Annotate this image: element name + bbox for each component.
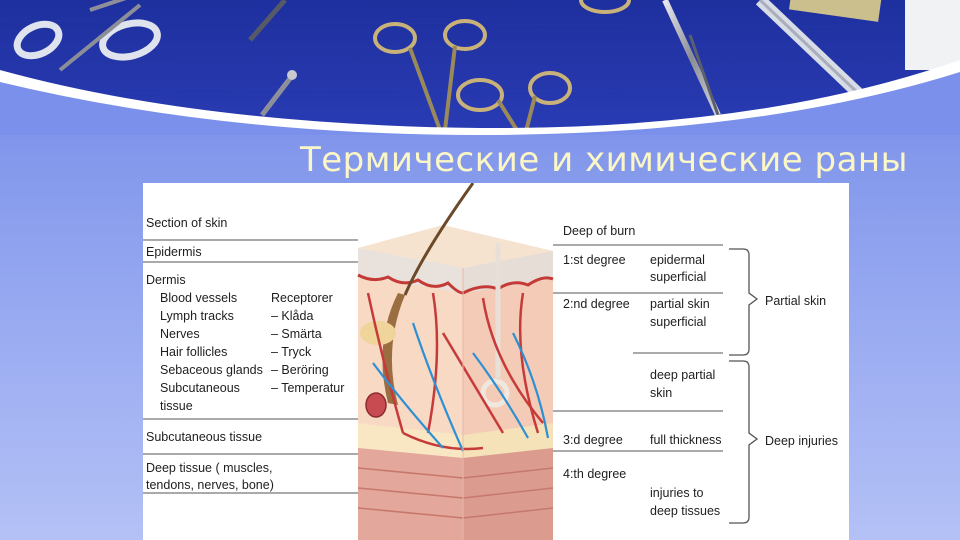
skin-diagram: Section of skin Epidermis Dermis Blood v… xyxy=(143,183,849,540)
receptor-item: – Smärta xyxy=(271,327,322,341)
deep-of-burn-label: Deep of burn xyxy=(563,224,636,238)
deep-tissue-label: Deep tissue ( muscles, xyxy=(146,461,273,475)
partial-skin-depth-label: partial skin xyxy=(650,297,710,311)
dermis-item: Nerves xyxy=(160,327,200,341)
partial-skin-group-label: Partial skin xyxy=(765,294,827,308)
dermis-item: Lymph tracks xyxy=(160,309,234,323)
second-degree-label: 2:nd degree xyxy=(563,297,630,311)
first-degree-label: 1:st degree xyxy=(563,253,626,267)
deep-partial-skin-label: skin xyxy=(650,386,673,400)
receptor-item: – Temperatur xyxy=(271,381,345,395)
injuries-label: injuries to xyxy=(650,486,704,500)
deep-injuries-group-label: Deep injuries xyxy=(765,434,838,448)
receptors-label: Receptorer xyxy=(271,291,333,305)
epidermal-label: epidermal xyxy=(650,253,705,267)
deep-injuries-brace xyxy=(729,360,759,524)
deep-tissues-label: deep tissues xyxy=(650,504,721,518)
section-of-skin-label: Section of skin xyxy=(146,216,228,230)
dermis-item: tissue xyxy=(160,399,193,413)
receptor-item: – Klåda xyxy=(271,309,314,323)
fourth-degree-label: 4:th degree xyxy=(563,467,627,481)
full-thickness-label: full thickness xyxy=(650,433,722,447)
partial-superficial-label: superficial xyxy=(650,315,707,329)
dermis-label: Dermis xyxy=(146,273,186,287)
receptor-item: – Beröring xyxy=(271,363,329,377)
partial-skin-brace xyxy=(729,248,759,356)
instruments-banner xyxy=(0,0,960,135)
surgical-instruments-image xyxy=(0,0,960,135)
epidermal-superficial-label: superficial xyxy=(650,270,707,284)
subcutaneous-tissue-label: Subcutaneous tissue xyxy=(146,430,263,444)
dermis-item: Blood vessels xyxy=(160,291,238,305)
dermis-item: Hair follicles xyxy=(160,345,228,359)
dermis-item: Subcutaneous xyxy=(160,381,240,395)
deep-tissue-label-2: tendons, nerves, bone) xyxy=(146,478,274,492)
receptor-item: – Tryck xyxy=(271,345,312,359)
epidermis-label: Epidermis xyxy=(146,245,202,259)
skin-cross-section-illustration xyxy=(143,183,759,540)
third-degree-label: 3:d degree xyxy=(563,433,623,447)
dermis-item: Sebaceous glands xyxy=(160,363,263,377)
slide-title: Термические и химические раны xyxy=(300,140,908,180)
deep-partial-label: deep partial xyxy=(650,368,716,382)
